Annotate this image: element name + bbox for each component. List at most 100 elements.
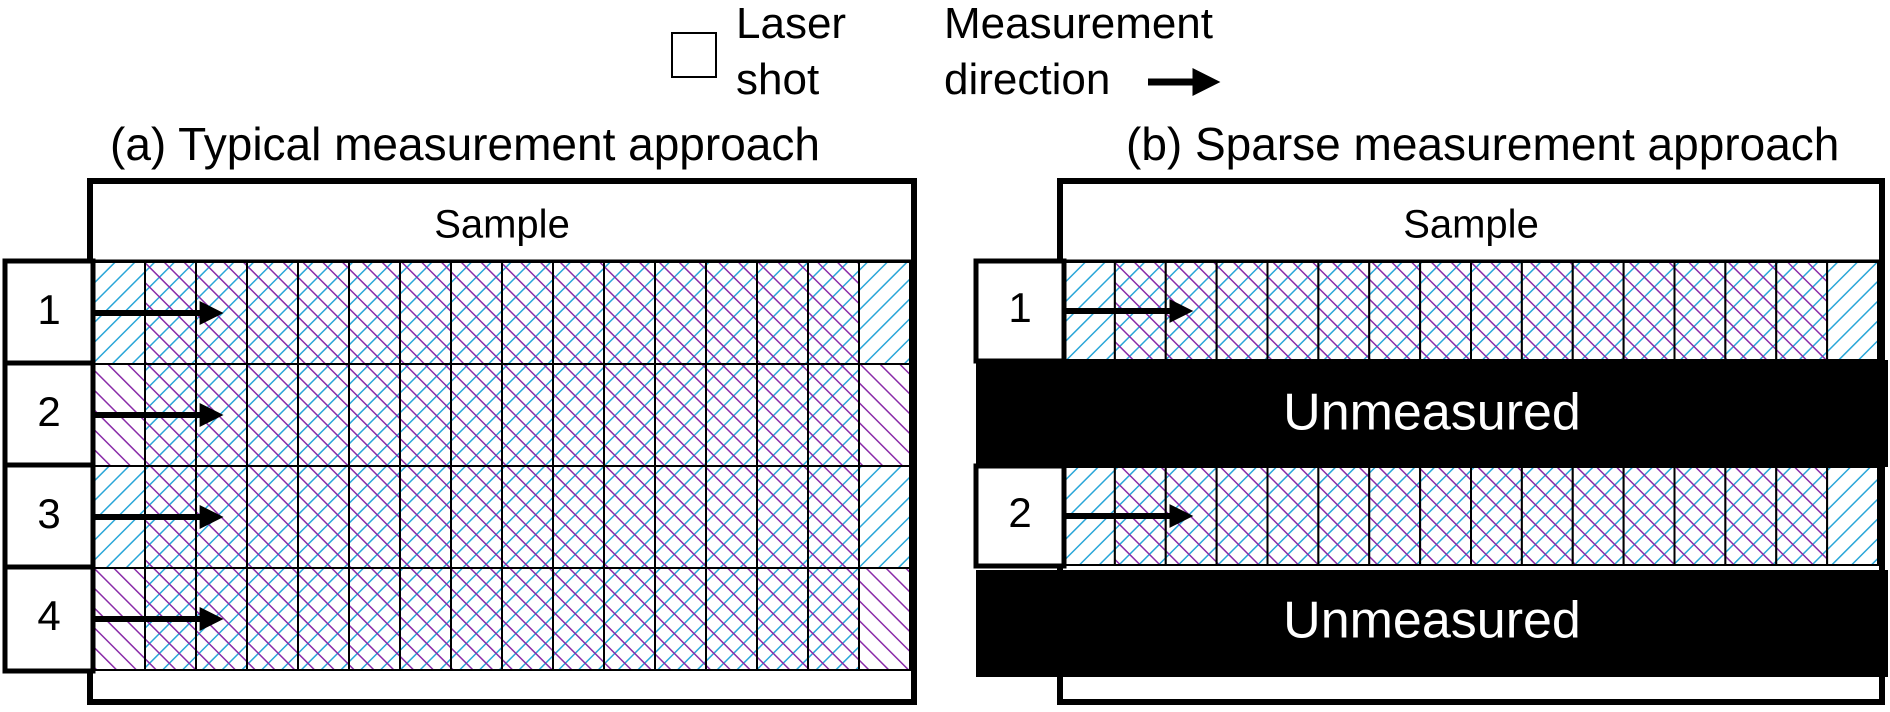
laser-shot-cell — [246, 567, 299, 671]
panel-b-shot-grid — [1060, 261, 1879, 566]
laser-shot-cell — [450, 567, 503, 671]
row-label: 2 — [973, 463, 1067, 569]
laser-shot-cell — [501, 567, 554, 671]
laser-shot-cell — [297, 465, 350, 569]
laser-shot-cell — [1266, 261, 1320, 361]
panel-a-title: (a) Typical measurement approach — [110, 118, 820, 170]
unmeasured-region-2 — [976, 570, 1888, 677]
laser-shot-cell — [246, 465, 299, 569]
laser-shot-cell — [246, 261, 299, 365]
unmeasured-label-2: Unmeasured — [1283, 592, 1581, 650]
panel-a-sample-label: Sample — [434, 203, 570, 247]
legend-direction-label-line1: Measurement — [944, 0, 1213, 48]
laser-shot-cell — [1724, 466, 1778, 566]
laser-shot-cell — [858, 567, 911, 671]
laser-shot-cell — [756, 465, 809, 569]
laser-shot-cell — [1266, 466, 1320, 566]
legend-laser-label-line2: shot — [736, 55, 819, 104]
laser-shot-cell — [858, 363, 911, 467]
laser-shot-cell — [1317, 261, 1371, 361]
laser-shot-cell — [858, 261, 911, 365]
laser-shot-cell — [1520, 466, 1574, 566]
laser-shot-cell — [1622, 261, 1676, 361]
laser-shot-cell — [1673, 466, 1727, 566]
laser-shot-cell — [450, 261, 503, 365]
row-label: 1 — [973, 258, 1067, 364]
laser-shot-cell — [807, 363, 860, 467]
laser-shot-cell — [501, 261, 554, 365]
laser-shot-cell — [1775, 261, 1829, 361]
laser-shot-cell — [501, 465, 554, 569]
panel-b-sample-label: Sample — [1403, 203, 1539, 247]
laser-shot-cell — [807, 465, 860, 569]
panel-a: Sample — [87, 178, 917, 705]
laser-shot-cell — [654, 363, 707, 467]
laser-shot-cell — [501, 363, 554, 467]
laser-shot-cell — [1419, 261, 1472, 361]
row-label: 3 — [2, 462, 96, 572]
unmeasured-label-1: Unmeasured — [1283, 384, 1581, 442]
unmeasured-region-1 — [976, 360, 1888, 467]
laser-shot-cell — [1775, 466, 1829, 566]
row-number: 4 — [37, 592, 60, 639]
laser-shot-cell — [1470, 261, 1523, 361]
laser-shot-cell — [603, 261, 656, 365]
laser-shot-legend-icon — [671, 32, 717, 78]
laser-shot-cell — [399, 465, 452, 569]
legend-direction-label-line2: direction — [944, 55, 1110, 104]
laser-shot-cell — [399, 261, 452, 365]
row-label: 4 — [2, 564, 96, 674]
laser-shot-cell — [705, 567, 758, 671]
laser-shot-cell — [705, 261, 758, 365]
laser-shot-cell — [348, 261, 401, 365]
laser-shot-cell — [552, 465, 605, 569]
panel-a-shot-grid — [90, 261, 911, 671]
row-number: 2 — [37, 388, 60, 435]
row-number: 1 — [37, 286, 60, 333]
laser-shot-cell — [1571, 466, 1625, 566]
laser-shot-cell — [654, 261, 707, 365]
laser-shot-cell — [297, 567, 350, 671]
laser-shot-cell — [450, 465, 503, 569]
panel-b-title: (b) Sparse measurement approach — [1126, 118, 1839, 170]
laser-shot-cell — [399, 567, 452, 671]
laser-shot-cell — [1317, 466, 1371, 566]
laser-shot-cell — [1520, 261, 1574, 361]
laser-shot-cell — [1215, 261, 1269, 361]
laser-shot-cell — [1571, 261, 1625, 361]
laser-shot-cell — [1215, 466, 1269, 566]
laser-shot-cell — [756, 363, 809, 467]
laser-shot-cell — [552, 261, 605, 365]
row-label: 1 — [2, 258, 96, 368]
laser-shot-cell — [348, 567, 401, 671]
panel-b: Sample Unmeasured Unmeasured — [976, 178, 1888, 705]
laser-shot-cell — [450, 363, 503, 467]
laser-shot-cell — [1419, 466, 1472, 566]
legend: Laser shot Measurement direction — [671, 0, 1221, 104]
laser-shot-cell — [1826, 261, 1879, 361]
laser-shot-cell — [807, 567, 860, 671]
row-number: 2 — [1008, 489, 1031, 536]
row-number: 1 — [1008, 284, 1031, 331]
panel-b-row-labels: 12 — [973, 258, 1067, 569]
laser-shot-cell — [603, 567, 656, 671]
legend-laser-label-line1: Laser — [736, 0, 846, 48]
laser-shot-cell — [1724, 261, 1778, 361]
laser-shot-cell — [348, 465, 401, 569]
laser-shot-cell — [654, 465, 707, 569]
laser-shot-cell — [1470, 466, 1523, 566]
laser-shot-cell — [399, 363, 452, 467]
row-label: 2 — [2, 360, 96, 470]
panel-a-row-labels: 1 2 3 4 — [2, 258, 96, 674]
laser-shot-cell — [603, 465, 656, 569]
laser-shot-cell — [297, 363, 350, 467]
laser-shot-cell — [1368, 261, 1422, 361]
laser-shot-cell — [705, 465, 758, 569]
laser-shot-cell — [858, 465, 911, 569]
laser-shot-cell — [756, 261, 809, 365]
row-number: 3 — [37, 490, 60, 537]
laser-shot-cell — [246, 363, 299, 467]
laser-shot-cell — [1826, 466, 1879, 566]
laser-shot-cell — [1673, 261, 1727, 361]
